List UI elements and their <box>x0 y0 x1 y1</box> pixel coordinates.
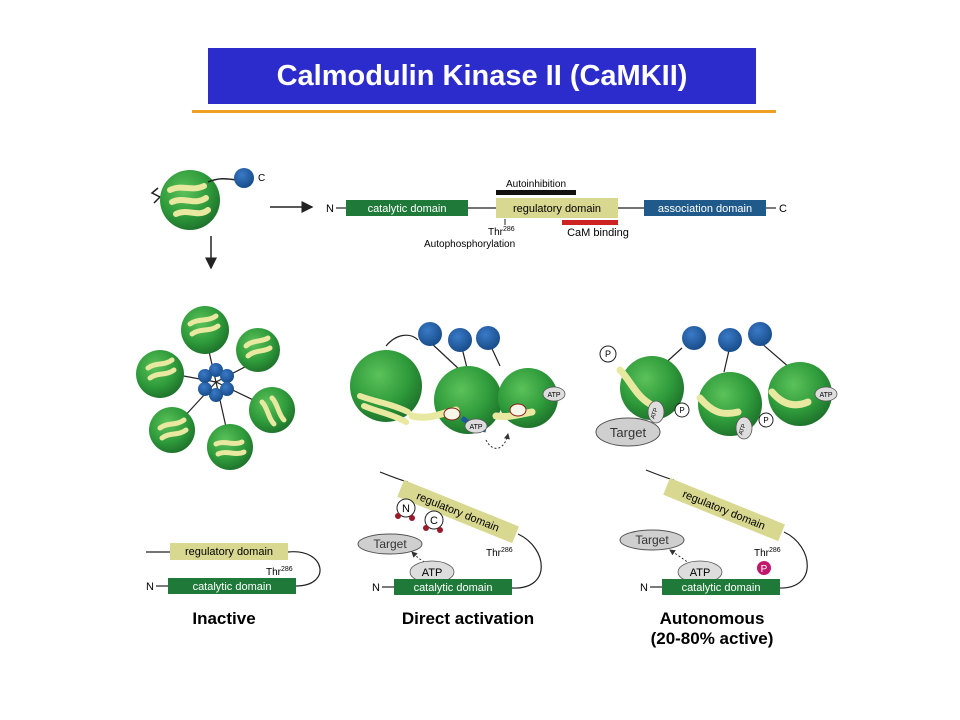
auto-catalytic-label: catalytic domain <box>682 582 761 594</box>
autoinhibition-label: Autoinhibition <box>506 179 566 190</box>
auto-p-2: P <box>679 406 684 415</box>
auto-atp-1: ATP <box>650 407 659 420</box>
catalytic-domain-bar <box>346 200 468 216</box>
auto-catalytic-bar <box>662 579 780 595</box>
monomer-c-terminal: C <box>258 173 265 184</box>
thr-label: Thr <box>488 227 504 238</box>
title-underline <box>192 110 776 113</box>
autonomous-scheme: regulatory domain Thr286 P Target ATP N … <box>619 469 808 648</box>
auto-target-oval <box>595 417 661 447</box>
cam-binding-bar <box>562 220 618 225</box>
domain-map-n: N <box>326 203 334 215</box>
direct-catalytic-bar <box>394 579 512 595</box>
direct-atp-2: ATP <box>547 392 560 399</box>
domain-map-c: C <box>779 203 787 215</box>
holoenzyme-rosette <box>136 306 295 470</box>
autophosphorylation-label: Autophosphorylation <box>424 239 515 250</box>
auto-atp-3: ATP <box>819 392 832 399</box>
title-banner: Calmodulin Kinase II (CaMKII) <box>208 48 756 104</box>
regulatory-domain-label: regulatory domain <box>513 203 601 215</box>
auto-caption-1: Autonomous <box>660 609 765 628</box>
direct-n: N <box>372 582 380 594</box>
association-hub <box>198 363 234 402</box>
regulatory-domain-bar <box>496 198 618 218</box>
auto-caption-2: (20-80% active) <box>651 629 774 648</box>
direct-atp-label: ATP <box>422 567 443 579</box>
cam-n: N <box>402 503 410 515</box>
association-domain-sphere <box>234 168 254 188</box>
auto-phospho-label: P <box>761 564 768 575</box>
auto-regulatory-bar <box>663 478 785 542</box>
auto-atp-2: ATP <box>738 423 747 436</box>
direct-catalytic-label: catalytic domain <box>414 582 493 594</box>
auto-scheme-target-oval <box>619 529 685 551</box>
inactive-regulatory-bar <box>170 543 288 560</box>
inactive-scheme: regulatory domain Thr286 N catalytic dom… <box>146 543 321 628</box>
direct-atp-1: ATP <box>469 424 482 431</box>
domain-map: N catalytic domain regulatory domain Aut… <box>326 179 787 250</box>
inactive-n: N <box>146 581 154 593</box>
auto-thr: Thr286 <box>754 547 781 559</box>
inactive-catalytic-label: catalytic domain <box>193 581 272 593</box>
monomer-subunit: C <box>150 168 265 230</box>
direct-caption: Direct activation <box>402 609 534 628</box>
inactive-catalytic-bar <box>168 578 296 594</box>
inactive-caption: Inactive <box>192 609 255 628</box>
inactive-thr: Thr286 <box>266 566 293 578</box>
auto-p-1: P <box>605 349 611 359</box>
cam-binding-label: CaM binding <box>567 227 629 239</box>
slide-title: Calmodulin Kinase II (CaMKII) <box>276 59 688 92</box>
auto-scheme-target-label: Target <box>635 533 669 547</box>
auto-scheme-atp-label: ATP <box>690 567 711 579</box>
inactive-regulatory-label: regulatory domain <box>185 546 273 558</box>
auto-regulatory-label: regulatory domain <box>681 488 767 532</box>
direct-thr: Thr286 <box>486 547 513 559</box>
auto-n: N <box>640 582 648 594</box>
thr286-label: Thr286 <box>488 226 515 238</box>
auto-target-label: Target <box>610 425 647 440</box>
auto-p-3: P <box>763 416 768 425</box>
holoenzyme-autonomous: P P P ATP ATP ATP Target <box>595 322 838 447</box>
autoinhibition-bar <box>496 190 576 195</box>
catalytic-domain-label: catalytic domain <box>368 203 447 215</box>
holoenzyme-direct: ATP ATP <box>350 322 566 449</box>
auto-phospho-circle <box>757 561 771 575</box>
direct-target-label: Target <box>373 537 407 551</box>
thr-sup: 286 <box>503 226 515 233</box>
cam-c: C <box>430 515 438 527</box>
association-domain-bar <box>644 200 766 216</box>
association-domain-label: association domain <box>658 203 752 215</box>
direct-regulatory-bar <box>397 480 519 544</box>
direct-target-oval <box>357 533 423 555</box>
direct-activation-scheme: regulatory domain Thr286 N C Target ATP … <box>357 471 542 628</box>
